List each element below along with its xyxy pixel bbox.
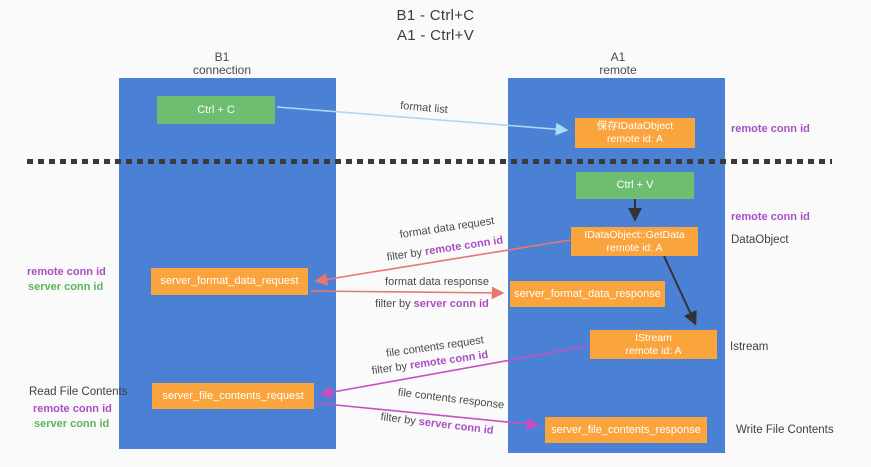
idataobject-getdata-node: IDataObject::GetData remote id: A (571, 227, 698, 256)
save-idataobject-line1: 保存IDataObject (596, 120, 674, 132)
lane-b1-subtitle: connection (192, 63, 252, 77)
file-contents-response-label: file contents response (397, 386, 505, 412)
server-conn-id-annotation-left-bottom: server conn id (34, 418, 110, 430)
server-format-data-request-label: server_format_data_request (160, 275, 299, 287)
remote-conn-id-annotation-top: remote conn id (731, 123, 810, 135)
istream-annotation: Istream (730, 341, 769, 353)
remote-conn-id-annotation-mid: remote conn id (731, 211, 810, 223)
lane-a1-name: A1 (610, 50, 626, 64)
write-file-contents-annotation: Write File Contents (736, 424, 834, 436)
getdata-line2: remote id: A (606, 241, 663, 254)
save-idataobject-node: 保存IDataObject remote id: A (575, 118, 695, 148)
format-list-label: format list (399, 99, 449, 117)
server-file-contents-request-label: server_file_contents_request (162, 389, 304, 402)
remote-conn-id-text: remote conn id (424, 234, 504, 258)
server-format-data-response-node: server_format_data_response (510, 281, 665, 307)
filter-by-text: filter by (386, 246, 426, 264)
format-data-response-label: format data response (385, 276, 489, 288)
server-conn-id-text: server conn id (413, 298, 489, 310)
getdata-line1: IDataObject::GetData (584, 228, 685, 241)
file-contents-response-filter-label: filter by server conn id (380, 411, 494, 437)
istream-line2: remote id: A (625, 344, 682, 357)
remote-conn-id-annotation-left-mid: remote conn id (27, 266, 106, 278)
lane-b1-name: B1 (214, 50, 230, 64)
ctrl-v-node: Ctrl + V (576, 172, 694, 199)
ctrl-c-node: Ctrl + C (157, 96, 275, 124)
filter-by-text: filter by (371, 359, 411, 378)
dataobject-annotation: DataObject (731, 234, 789, 246)
read-file-contents-annotation: Read File Contents (29, 386, 128, 398)
remote-conn-id-annotation-left-bottom: remote conn id (33, 403, 112, 415)
format-data-response-filter-label: filter by server conn id (375, 298, 489, 310)
format-data-response-arrow (310, 286, 505, 300)
ctrl-c-label: Ctrl + C (197, 103, 235, 116)
title-line-2: A1 - Ctrl+V (396, 27, 475, 44)
lane-header-a1: A1 remote (548, 51, 688, 77)
server-file-contents-response-label: server_file_contents_response (551, 423, 701, 436)
server-format-data-response-label: server_format_data_response (514, 287, 661, 300)
server-conn-id-annotation-left-mid: server conn id (28, 281, 104, 293)
server-format-data-request-node: server_format_data_request (151, 268, 308, 295)
server-file-contents-request-node: server_file_contents_request (152, 383, 314, 409)
server-file-contents-response-node: server_file_contents_response (545, 417, 707, 443)
diagram-title: B1 - Ctrl+C A1 - Ctrl+V (0, 6, 871, 46)
istream-node: IStream remote id: A (590, 330, 717, 359)
lane-header-b1: B1 connection (152, 51, 292, 77)
filter-by-text: filter by (379, 411, 420, 428)
filter-by-text: filter by (375, 298, 414, 310)
save-idataobject-line2: remote id: A (606, 133, 664, 145)
phase-separator-dashed-line (27, 159, 832, 164)
server-conn-id-text: server conn id (418, 415, 495, 437)
lane-a1-subtitle: remote (599, 63, 637, 77)
istream-line1: IStream (635, 331, 672, 344)
title-line-1: B1 - Ctrl+C (396, 7, 475, 24)
ctrl-v-label: Ctrl + V (616, 179, 654, 191)
